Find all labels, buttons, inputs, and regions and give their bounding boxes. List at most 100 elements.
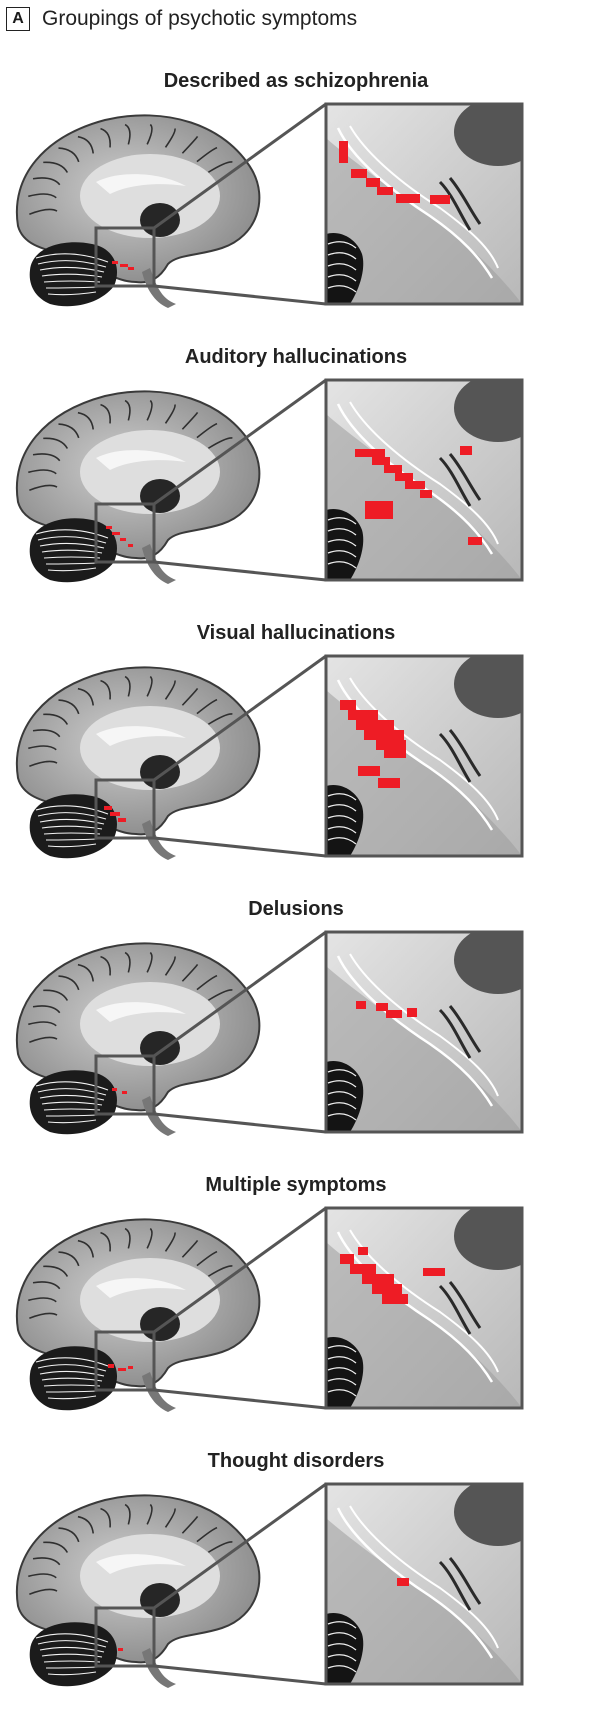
- figure-2: [15, 378, 524, 584]
- highlight-voxel: [397, 1578, 409, 1586]
- cerebellum-icon: [29, 242, 118, 307]
- symptom-group: Delusions: [0, 898, 592, 1174]
- highlight-voxel: [351, 169, 367, 178]
- zoom-box: [94, 1054, 156, 1116]
- symptom-group: Described as schizophrenia: [0, 70, 592, 346]
- connector-line: [153, 102, 327, 230]
- panel-label: A: [6, 7, 30, 31]
- highlight-voxel: [460, 446, 472, 455]
- inset-frame: [324, 102, 524, 306]
- zoom-box: [94, 778, 156, 840]
- highlight-voxel: [118, 818, 126, 822]
- figure-6: [15, 1482, 524, 1688]
- hippocampus-outline: [336, 955, 494, 1107]
- zoom-box: [94, 1606, 156, 1668]
- highlight-voxel: [112, 532, 120, 535]
- connector-line: [153, 1112, 327, 1134]
- connector-line: [153, 1206, 327, 1334]
- highlight-voxel: [112, 1088, 117, 1091]
- highlight-voxel: [365, 501, 393, 519]
- highlight-voxel: [376, 1003, 388, 1011]
- hippocampus-zoom-inset-icon: [326, 1208, 522, 1408]
- group-title: Thought disorders: [207, 1450, 385, 1472]
- brain-slice-icon: [15, 1494, 261, 1688]
- highlight-voxel: [128, 267, 134, 270]
- inset-frame: [324, 654, 524, 858]
- zoom-box: [94, 502, 156, 564]
- hippocampus-zoom-inset-icon: [326, 104, 522, 304]
- highlight-voxel: [395, 473, 413, 481]
- symptom-group: Thought disorders: [0, 1450, 592, 1726]
- brain-highlights: [118, 1648, 123, 1651]
- highlight-voxel: [340, 700, 356, 710]
- highlight-voxel: [386, 1010, 402, 1018]
- highlight-voxel: [358, 1247, 368, 1255]
- hippocampus-outline: [336, 1231, 494, 1383]
- brain-highlights: [108, 1364, 133, 1371]
- zoom-box: [94, 226, 156, 288]
- inset-highlights: [340, 1247, 445, 1304]
- highlight-voxel: [423, 1268, 445, 1276]
- hippocampus-outline: [336, 1507, 494, 1659]
- brain-highlights: [112, 261, 134, 270]
- figure-5: [15, 1206, 524, 1412]
- highlight-voxel: [420, 490, 432, 498]
- connector-line: [153, 1482, 327, 1610]
- connector-line: [153, 560, 327, 582]
- connector-line: [153, 284, 327, 306]
- highlight-voxel: [396, 194, 420, 203]
- hippocampus-outline: [336, 127, 494, 279]
- connector-line: [153, 930, 327, 1058]
- highlight-voxel: [405, 481, 425, 489]
- connector-line: [153, 1388, 327, 1410]
- cerebellum-icon: [29, 1622, 118, 1687]
- cerebellum-icon: [29, 1346, 118, 1411]
- inset-highlights: [356, 1001, 417, 1018]
- highlight-voxel: [378, 778, 400, 788]
- inset-highlights: [355, 446, 482, 545]
- panel-title: Groupings of psychotic symptoms: [42, 7, 358, 30]
- highlight-voxel: [108, 1364, 114, 1368]
- highlight-voxel: [366, 178, 380, 187]
- connector-line: [153, 654, 327, 782]
- panel-header: A Groupings of psychotic symptoms: [6, 4, 357, 34]
- inset-frame: [324, 930, 524, 1134]
- hippocampus-zoom-inset-icon: [326, 1484, 522, 1684]
- highlight-voxel: [407, 1008, 417, 1017]
- highlight-voxel: [350, 1264, 376, 1274]
- connector-line: [153, 378, 327, 506]
- symptom-group: Visual hallucinations: [0, 622, 592, 898]
- inset-frame: [324, 1482, 524, 1686]
- brain-slice-icon: [15, 942, 261, 1136]
- hippocampus-zoom-inset-icon: [326, 656, 522, 856]
- inset-highlights: [340, 700, 406, 788]
- highlight-voxel: [372, 1284, 402, 1294]
- cerebellum-icon: [29, 1070, 118, 1135]
- highlight-voxel: [112, 261, 118, 264]
- symptom-group: Auditory hallucinations: [0, 346, 592, 622]
- hippocampus-zoom-inset-icon: [326, 380, 522, 580]
- symptom-group: Multiple symptoms: [0, 1174, 592, 1450]
- cerebellum-icon: [29, 794, 118, 859]
- highlight-voxel: [362, 1274, 394, 1284]
- figure-4: [15, 930, 524, 1136]
- highlight-voxel: [384, 750, 406, 758]
- highlight-voxel: [348, 710, 378, 720]
- brain-highlights: [106, 526, 133, 547]
- highlight-voxel: [468, 537, 482, 545]
- highlight-voxel: [128, 544, 133, 547]
- highlight-voxel: [377, 187, 393, 195]
- highlight-voxel: [384, 465, 402, 473]
- group-title: Delusions: [248, 898, 344, 920]
- highlight-voxel: [364, 730, 404, 740]
- connector-line: [153, 836, 327, 858]
- highlight-voxel: [356, 720, 394, 730]
- highlight-voxel: [128, 1366, 133, 1369]
- highlight-voxel: [120, 538, 126, 541]
- hippocampus-zoom-inset-icon: [326, 932, 522, 1132]
- group-title: Auditory hallucinations: [184, 346, 408, 368]
- highlight-voxel: [120, 264, 128, 267]
- brain-slice-icon: [15, 390, 261, 584]
- inset-highlights: [339, 141, 450, 204]
- highlight-voxel: [376, 740, 406, 750]
